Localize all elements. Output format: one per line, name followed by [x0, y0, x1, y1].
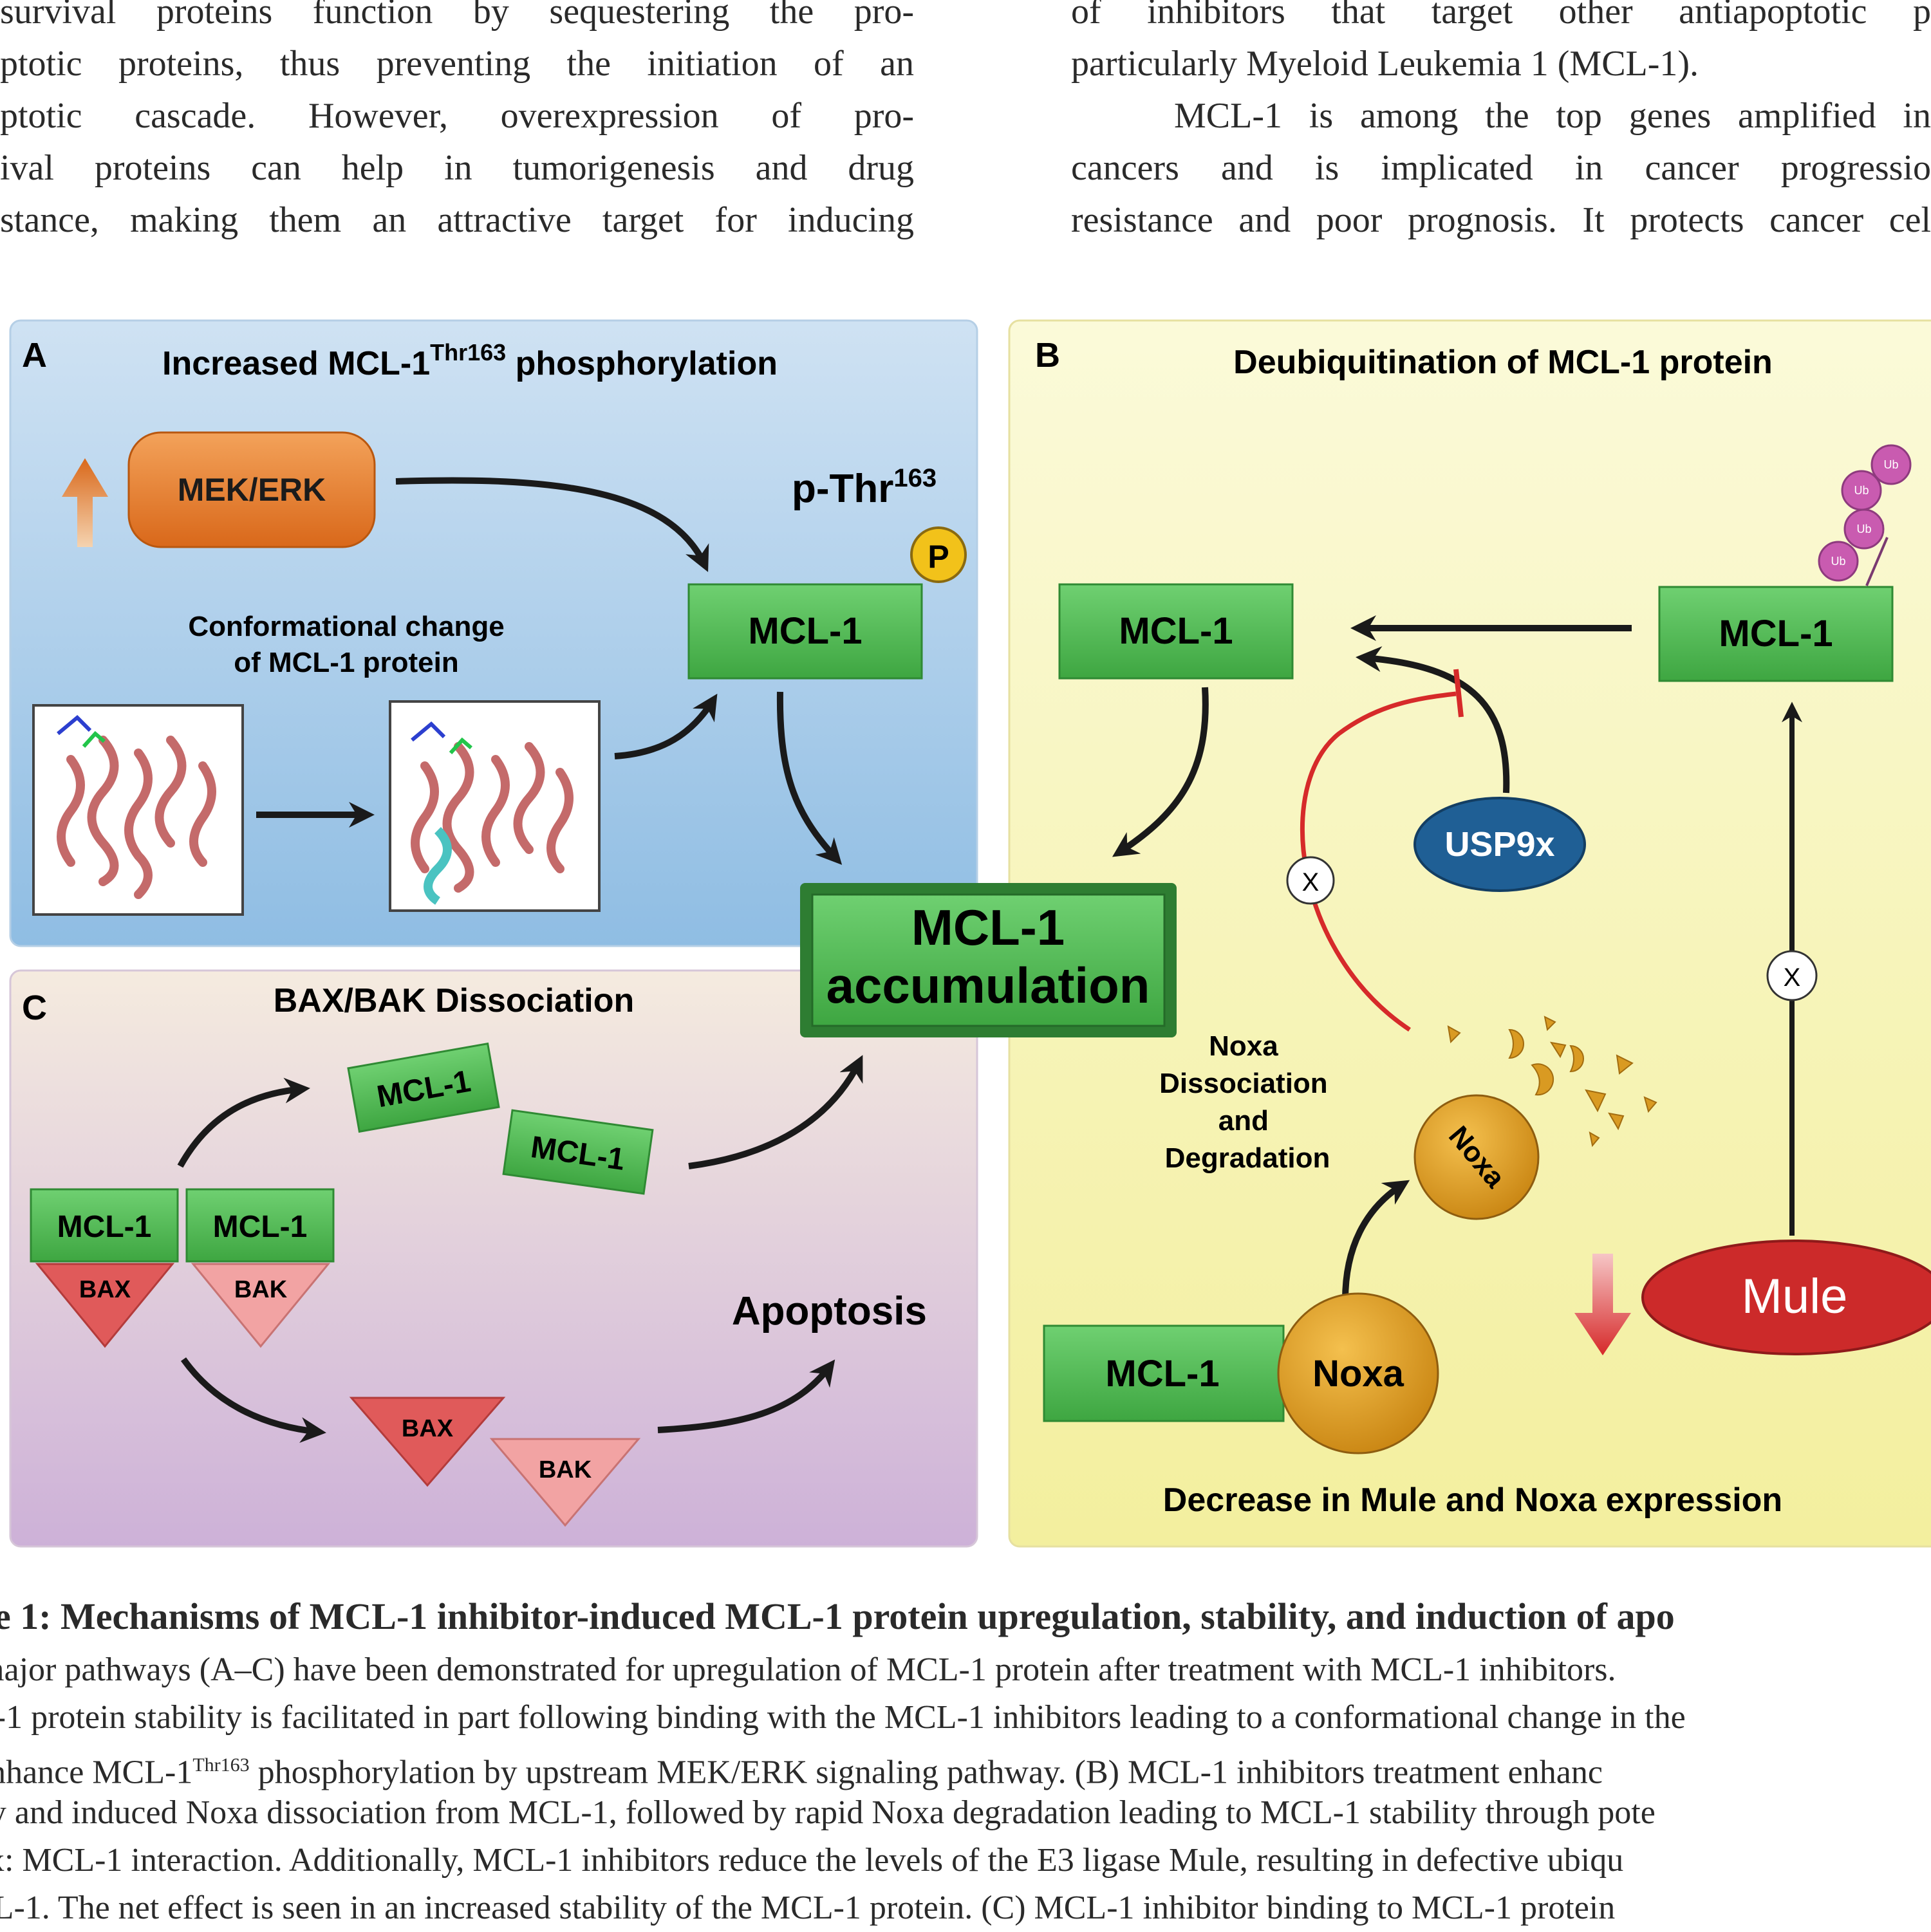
- free-mcl1-box-1: MCL-1: [347, 1042, 500, 1133]
- mcl1-accumulation-box: MCL-1 accumulation: [800, 883, 1177, 1037]
- caption-line: ity and induced Noxa dissociation from M…: [0, 1794, 1656, 1831]
- panel-c: C BAX/BAK Dissociation MCL-1 BAX MCL-1 B…: [9, 969, 978, 1548]
- caption-line: 9x: MCL-1 interaction. Additionally, MCL…: [0, 1842, 1624, 1879]
- mule-ellipse: Mule: [1641, 1240, 1931, 1355]
- text-line: MCL-1 is among the top genes amplified i…: [1174, 96, 1931, 136]
- text-line: particularly Myeloid Leukemia 1 (MCL-1).: [1071, 44, 1699, 84]
- panel-b-title: Deubiquitination of MCL-1 protein: [1233, 344, 1773, 381]
- svg-text:X: X: [1784, 963, 1801, 992]
- arrow-mcl-to-accumulation-b: [1112, 687, 1209, 857]
- apoptosis-label: Apoptosis: [732, 1289, 927, 1333]
- svg-text:BAX: BAX: [79, 1276, 131, 1303]
- mcl1-phospho-box: MCL-1: [687, 583, 923, 680]
- panel-c-letter: C: [22, 989, 47, 1027]
- caption-line: CL-1. The net effect is seen in an incre…: [0, 1890, 1616, 1926]
- arrow-structure-to-mcl: [614, 693, 718, 759]
- svg-text:Ub: Ub: [1856, 523, 1871, 535]
- right-column-text: of inhibitors that target other antiapop…: [1071, 0, 1931, 246]
- panel-a: A Increased MCL-1Thr163 phosphorylation …: [9, 319, 978, 947]
- mcl1-bax-complex: MCL-1 BAX: [30, 1188, 179, 1348]
- text-line: resistance and poor prognosis. It protec…: [1071, 200, 1931, 240]
- svg-text:P: P: [928, 539, 949, 575]
- svg-text:USP9x: USP9x: [1444, 825, 1554, 864]
- svg-text:MCL-1: MCL-1: [1719, 613, 1833, 655]
- svg-text:Ub: Ub: [1854, 484, 1869, 497]
- noxa-dissociation-label: Noxa Dissociation and Degradation: [1159, 1030, 1336, 1174]
- text-line: ptotic cascade. However, overexpression …: [0, 96, 914, 136]
- caption-line: L-1 protein stability is facilitated in …: [0, 1699, 1686, 1736]
- svg-text:MCL-1: MCL-1: [911, 899, 1065, 956]
- svg-text:X: X: [1302, 868, 1320, 896]
- mcl1-deubiquitinated-box: MCL-1: [1058, 583, 1294, 680]
- caption-line: enhance MCL-1Thr163 phosphorylation by u…: [0, 1754, 1603, 1791]
- figure-caption: ure 1: Mechanisms of MCL-1 inhibitor-ind…: [0, 1595, 1931, 1932]
- panel-b-footer: Decrease in Mule and Noxa expression: [1163, 1482, 1782, 1519]
- mcl1-noxa-complex: MCL-1 Noxa: [1043, 1292, 1439, 1454]
- mcl1-bak-complex: MCL-1 BAK: [185, 1188, 335, 1348]
- noxa-sphere: Noxa: [1413, 1094, 1540, 1220]
- inhibition-bar: [1453, 669, 1464, 718]
- arrow-noxa-release: [1342, 1180, 1410, 1301]
- free-bax: BAX: [349, 1397, 506, 1487]
- arrow-mek-to-mcl: [395, 477, 709, 572]
- usp9x-oval: USP9x: [1413, 797, 1586, 892]
- svg-text:BAK: BAK: [539, 1456, 592, 1483]
- svg-text:MCL-1: MCL-1: [1119, 610, 1233, 652]
- svg-text:Mule: Mule: [1742, 1269, 1848, 1324]
- text-line: of inhibitors that target other antiapop…: [1071, 0, 1931, 32]
- svg-text:MCL-1: MCL-1: [1105, 1353, 1219, 1395]
- svg-text:Ub: Ub: [1831, 555, 1845, 568]
- caption-title: ure 1: Mechanisms of MCL-1 inhibitor-ind…: [0, 1595, 1675, 1637]
- svg-text:MEK/ERK: MEK/ERK: [178, 472, 326, 508]
- blocked-x-icon-mule: X: [1766, 950, 1818, 1001]
- caption-line: e major pathways (A–C) have been demonst…: [0, 1651, 1616, 1688]
- down-arrow-icon: [1574, 1254, 1631, 1355]
- svg-text:Noxa: Noxa: [1312, 1353, 1404, 1395]
- panel-b-letter: B: [1035, 336, 1060, 375]
- free-mcl1-box-2: MCL-1: [502, 1109, 654, 1195]
- arrow-usp9x-action: [1356, 646, 1510, 794]
- text-line: cancers and is implicated in cancer prog…: [1071, 148, 1931, 188]
- arrow-to-apoptosis: [657, 1359, 835, 1433]
- noxa-inhibition-line: [1300, 691, 1457, 1032]
- arrow-to-free-bax-bak: [180, 1357, 326, 1443]
- mek-erk-box: MEK/ERK: [127, 431, 376, 548]
- svg-text:MCL-1: MCL-1: [748, 610, 862, 652]
- phosphate-badge: P: [910, 526, 967, 583]
- arrow-to-free-mcl1: [177, 1077, 310, 1168]
- ubiquitin-chain-icon: Ub Ub Ub Ub: [1818, 444, 1912, 586]
- protein-structure-before: [32, 704, 244, 916]
- free-bak: BAK: [489, 1438, 641, 1527]
- text-line: stance, making them an attractive target…: [0, 200, 914, 240]
- arrow-mcl-to-accumulation: [776, 691, 843, 865]
- blocked-x-icon: X: [1286, 856, 1335, 905]
- text-line: survival proteins function by sequesteri…: [0, 0, 914, 32]
- up-arrow-icon: [62, 458, 108, 547]
- arrow-free-mcl1-to-accumulation: [688, 1055, 863, 1169]
- text-line: ival proteins can help in tumorigenesis …: [0, 148, 914, 188]
- svg-text:Ub: Ub: [1883, 458, 1898, 471]
- p-thr163-label: p-Thr163: [792, 464, 937, 511]
- panel-c-title: BAX/BAK Dissociation: [274, 982, 635, 1019]
- svg-text:MCL-1: MCL-1: [57, 1210, 152, 1244]
- panel-a-title: Increased MCL-1Thr163 phosphorylation: [162, 339, 778, 382]
- svg-text:MCL-1: MCL-1: [213, 1210, 308, 1244]
- svg-text:accumulation: accumulation: [826, 957, 1150, 1014]
- figure: A Increased MCL-1Thr163 phosphorylation …: [9, 319, 1931, 1548]
- panel-b: B Deubiquitination of MCL-1 protein MCL-…: [1008, 319, 1931, 1548]
- svg-text:BAX: BAX: [402, 1415, 454, 1442]
- svg-text:BAK: BAK: [234, 1276, 288, 1303]
- protein-structure-after: [389, 700, 601, 912]
- text-line: ptotic proteins, thus preventing the ini…: [0, 44, 914, 84]
- panel-a-letter: A: [22, 336, 47, 375]
- left-column-text: survival proteins function by sequesteri…: [0, 0, 914, 246]
- mcl1-ubiquitinated-box: MCL-1: [1658, 586, 1894, 682]
